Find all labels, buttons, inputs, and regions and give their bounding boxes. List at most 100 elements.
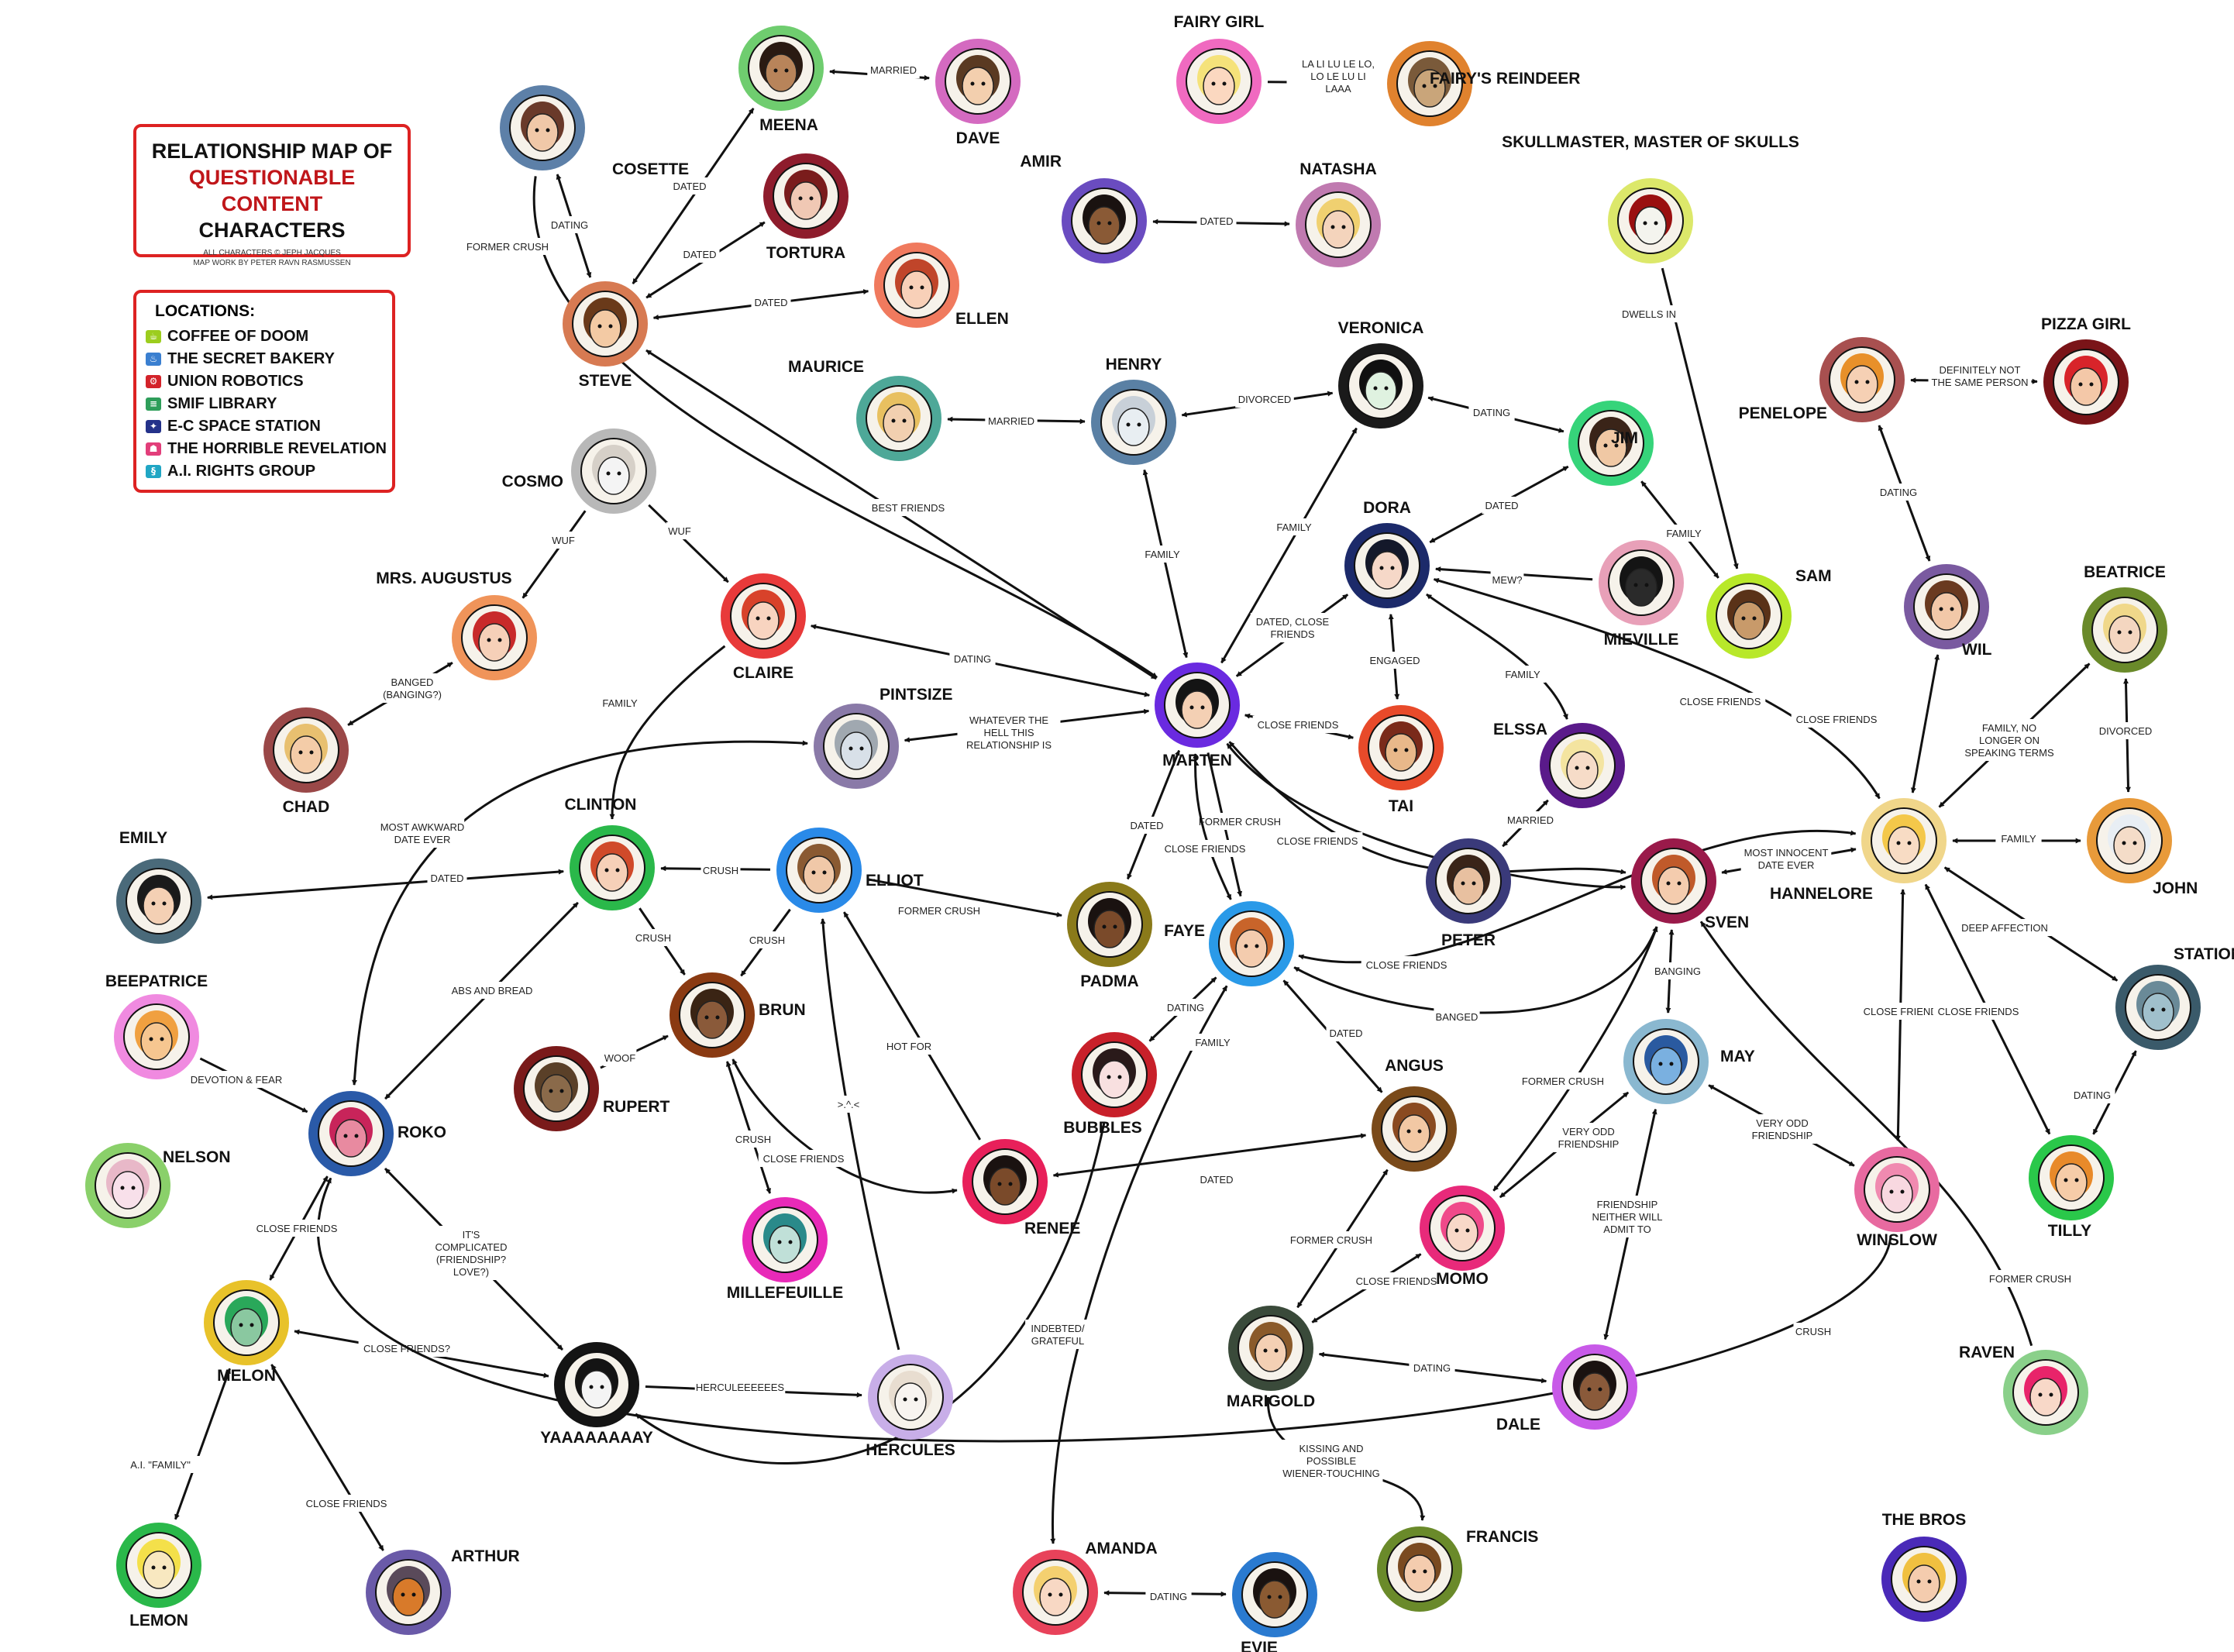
character-node-yaaaaaaaay[interactable]: YAAAAAAAAY bbox=[540, 1342, 653, 1447]
character-node-wil[interactable]: WIL bbox=[1904, 564, 1992, 659]
portrait-eye bbox=[1404, 748, 1409, 752]
character-node-mrsaugustus[interactable]: MRS. AUGUSTUS bbox=[376, 570, 537, 680]
character-node-dora[interactable]: DORA bbox=[1344, 499, 1430, 608]
character-node-millefeuille[interactable]: MILLEFEUILLE bbox=[727, 1197, 844, 1302]
character-node-natasha[interactable]: NATASHA bbox=[1296, 160, 1381, 267]
character-node-amanda[interactable]: AMANDA bbox=[1013, 1540, 1158, 1635]
character-name: MARIGOLD bbox=[1227, 1392, 1315, 1410]
character-node-ellen[interactable]: ELLEN bbox=[874, 243, 1009, 328]
edge-label-background bbox=[429, 1226, 514, 1280]
character-node-clinton[interactable]: CLINTON bbox=[565, 796, 655, 910]
character-node-hercules[interactable]: HERCULES bbox=[866, 1354, 955, 1459]
character-node-brun[interactable]: BRUN bbox=[670, 972, 806, 1058]
character-node-tilly[interactable]: TILLY bbox=[2029, 1135, 2114, 1240]
portrait-eye bbox=[1278, 1595, 1282, 1599]
character-node-steve[interactable]: STEVE bbox=[563, 281, 648, 390]
portrait-face bbox=[2113, 826, 2146, 865]
character-node-raven[interactable]: RAVEN bbox=[1959, 1344, 2088, 1435]
character-name: COSETTE bbox=[612, 160, 689, 178]
portrait-face bbox=[597, 456, 630, 495]
character-node-fairygirl[interactable]: FAIRY GIRL bbox=[1174, 13, 1265, 124]
character-node-padma[interactable]: PADMA bbox=[1067, 882, 1152, 990]
character-node-francis[interactable]: FRANCIS bbox=[1377, 1526, 1538, 1612]
portrait-eye bbox=[2122, 841, 2126, 845]
portrait-eye bbox=[809, 196, 814, 201]
character-node-jim[interactable]: JIM bbox=[1568, 401, 1654, 486]
legend-title: LOCATIONS: bbox=[155, 302, 256, 320]
character-node-tortura[interactable]: TORTURA bbox=[763, 153, 849, 262]
character-name: FAYE bbox=[1164, 922, 1205, 940]
edge-label-background bbox=[1289, 1231, 1374, 1248]
character-name: TORTURA bbox=[766, 244, 845, 262]
character-node-dave[interactable]: DAVE bbox=[935, 39, 1021, 147]
character-node-chad[interactable]: CHAD bbox=[263, 707, 349, 816]
character-node-mieville[interactable]: MIEVILLE bbox=[1599, 540, 1684, 649]
character-node-arthur[interactable]: ARTHUR bbox=[366, 1547, 520, 1635]
revelation-icon: ☗ bbox=[146, 442, 161, 456]
portrait-eye bbox=[1950, 607, 1954, 611]
character-node-meena[interactable]: MEENA bbox=[738, 26, 824, 134]
character-node-henry[interactable]: HENRY bbox=[1091, 356, 1176, 465]
character-node-sven[interactable]: SVEN bbox=[1631, 838, 1749, 931]
character-node-station[interactable]: STATION bbox=[2115, 945, 2234, 1050]
portrait-face bbox=[2108, 615, 2141, 654]
character-node-faye[interactable]: FAYE bbox=[1164, 901, 1294, 986]
character-node-hannelore[interactable]: HANNELORE bbox=[1770, 798, 1947, 903]
edge-label-background bbox=[680, 246, 720, 263]
character-node-renee[interactable]: RENEE bbox=[962, 1139, 1080, 1237]
character-node-momo[interactable]: MOMO bbox=[1420, 1186, 1505, 1288]
character-node-maurice[interactable]: MAURICE bbox=[788, 358, 941, 461]
portrait-eye bbox=[914, 1397, 918, 1402]
portrait-eye bbox=[1274, 1348, 1279, 1353]
portrait-eye bbox=[2064, 1178, 2068, 1182]
character-node-beatrice[interactable]: BEATRICE bbox=[2082, 563, 2167, 673]
character-node-penelope[interactable]: PENELOPE bbox=[1739, 337, 1905, 422]
portrait-eye bbox=[2161, 1007, 2166, 1012]
character-node-dale[interactable]: DALE bbox=[1496, 1344, 1637, 1433]
portrait-eye bbox=[162, 901, 167, 906]
character-node-elssa[interactable]: ELSSA bbox=[1493, 721, 1625, 808]
portrait-eye bbox=[1373, 386, 1378, 391]
character-name: TILLY bbox=[2048, 1222, 2091, 1240]
character-node-may[interactable]: MAY bbox=[1623, 1019, 1755, 1104]
character-node-melon[interactable]: MELON bbox=[204, 1280, 289, 1385]
character-node-john[interactable]: JOHN bbox=[2087, 798, 2198, 897]
portrait-eye bbox=[1102, 924, 1107, 929]
character-node-emily[interactable]: EMILY bbox=[116, 829, 201, 944]
portrait-eye bbox=[1008, 1182, 1013, 1186]
character-node-pizzagirl[interactable]: PIZZA GIRL bbox=[2041, 315, 2131, 425]
edge-label: CLOSE FRIENDS bbox=[1796, 714, 1878, 725]
character-node-claire[interactable]: CLAIRE bbox=[721, 573, 806, 682]
character-node-lemon[interactable]: LEMON bbox=[116, 1523, 201, 1630]
character-node-skullmaster[interactable]: SKULLMASTER, MASTER OF SKULLS bbox=[1502, 133, 1799, 263]
character-node-roko[interactable]: ROKO bbox=[308, 1091, 446, 1176]
edge-label-background bbox=[866, 499, 951, 516]
character-node-peter[interactable]: PETER bbox=[1426, 838, 1511, 949]
character-node-marten[interactable]: MARTEN bbox=[1155, 663, 1240, 769]
character-node-tai[interactable]: TAI bbox=[1358, 705, 1444, 815]
character-node-evie[interactable]: EVIE bbox=[1232, 1552, 1317, 1652]
portrait-eye bbox=[250, 1323, 254, 1327]
portrait-eye bbox=[1211, 81, 1216, 86]
edge-label: DATING bbox=[551, 219, 588, 231]
portrait-face bbox=[1657, 866, 1690, 905]
character-node-thebros[interactable]: THE BROS bbox=[1881, 1511, 1967, 1622]
character-node-cosmo[interactable]: COSMO bbox=[502, 428, 656, 514]
character-node-angus[interactable]: ANGUS bbox=[1372, 1057, 1457, 1172]
character-node-rupert[interactable]: RUPERT bbox=[514, 1046, 670, 1131]
portrait-eye bbox=[1677, 881, 1682, 886]
character-node-pintsize[interactable]: PINTSIZE bbox=[814, 686, 953, 789]
character-node-sam[interactable]: SAM bbox=[1706, 567, 1832, 659]
character-node-cosette[interactable]: COSETTE bbox=[500, 85, 689, 178]
edge-label-background bbox=[1326, 1024, 1366, 1041]
character-node-bubbles[interactable]: BUBBLES bbox=[1063, 1032, 1157, 1137]
character-name: ELSSA bbox=[1493, 721, 1547, 738]
character-node-veronica[interactable]: VERONICA bbox=[1338, 319, 1424, 428]
character-node-beepatrice[interactable]: BEEPATRICE bbox=[105, 972, 208, 1079]
character-node-elliot[interactable]: ELLIOT bbox=[776, 828, 924, 913]
character-node-amir[interactable]: AMIR bbox=[1020, 153, 1147, 263]
character-node-nelson[interactable]: NELSON bbox=[85, 1143, 231, 1228]
character-node-reindeer[interactable]: FAIRY'S REINDEER bbox=[1387, 41, 1580, 126]
character-node-winslow[interactable]: WINSLOW bbox=[1854, 1147, 1940, 1249]
character-node-marigold[interactable]: MARIGOLD bbox=[1227, 1306, 1315, 1410]
